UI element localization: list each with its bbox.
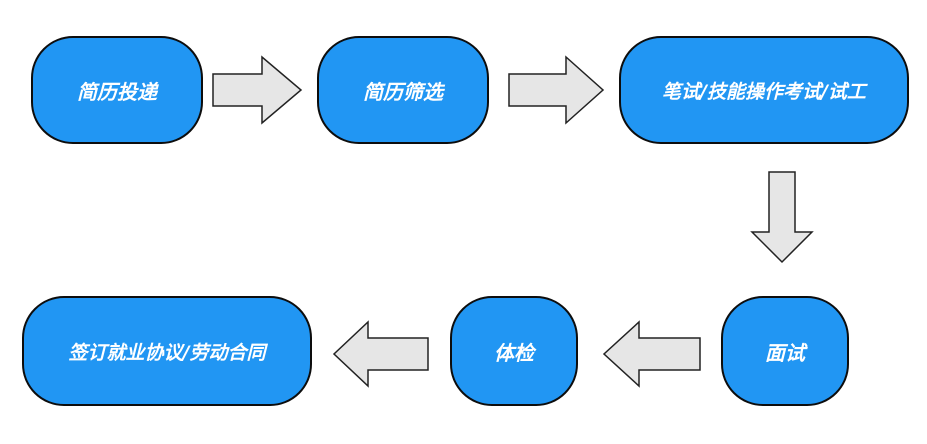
arrow-left-1 (602, 320, 701, 388)
step-resume-submission-label: 简历投递 (77, 79, 157, 104)
arrow-right-1 (212, 55, 303, 125)
step-written-skill-test-label: 笔试/技能操作考试/试工 (662, 80, 866, 103)
step-interview-label: 面试 (765, 340, 805, 365)
step-resume-submission: 简历投递 (31, 36, 203, 144)
step-interview: 面试 (721, 296, 849, 406)
arrow-down (750, 171, 814, 264)
step-resume-screening-label: 简历筛选 (363, 79, 443, 104)
arrow-left-2 (332, 320, 429, 388)
step-resume-screening: 简历筛选 (317, 36, 489, 144)
step-sign-contract-label: 签订就业协议/劳动合同 (68, 341, 266, 364)
step-written-skill-test: 笔试/技能操作考试/试工 (619, 36, 909, 144)
step-sign-contract: 签订就业协议/劳动合同 (22, 296, 312, 406)
step-physical-exam: 体检 (450, 296, 578, 406)
step-physical-exam-label: 体检 (494, 340, 534, 365)
arrow-right-2 (508, 55, 605, 125)
